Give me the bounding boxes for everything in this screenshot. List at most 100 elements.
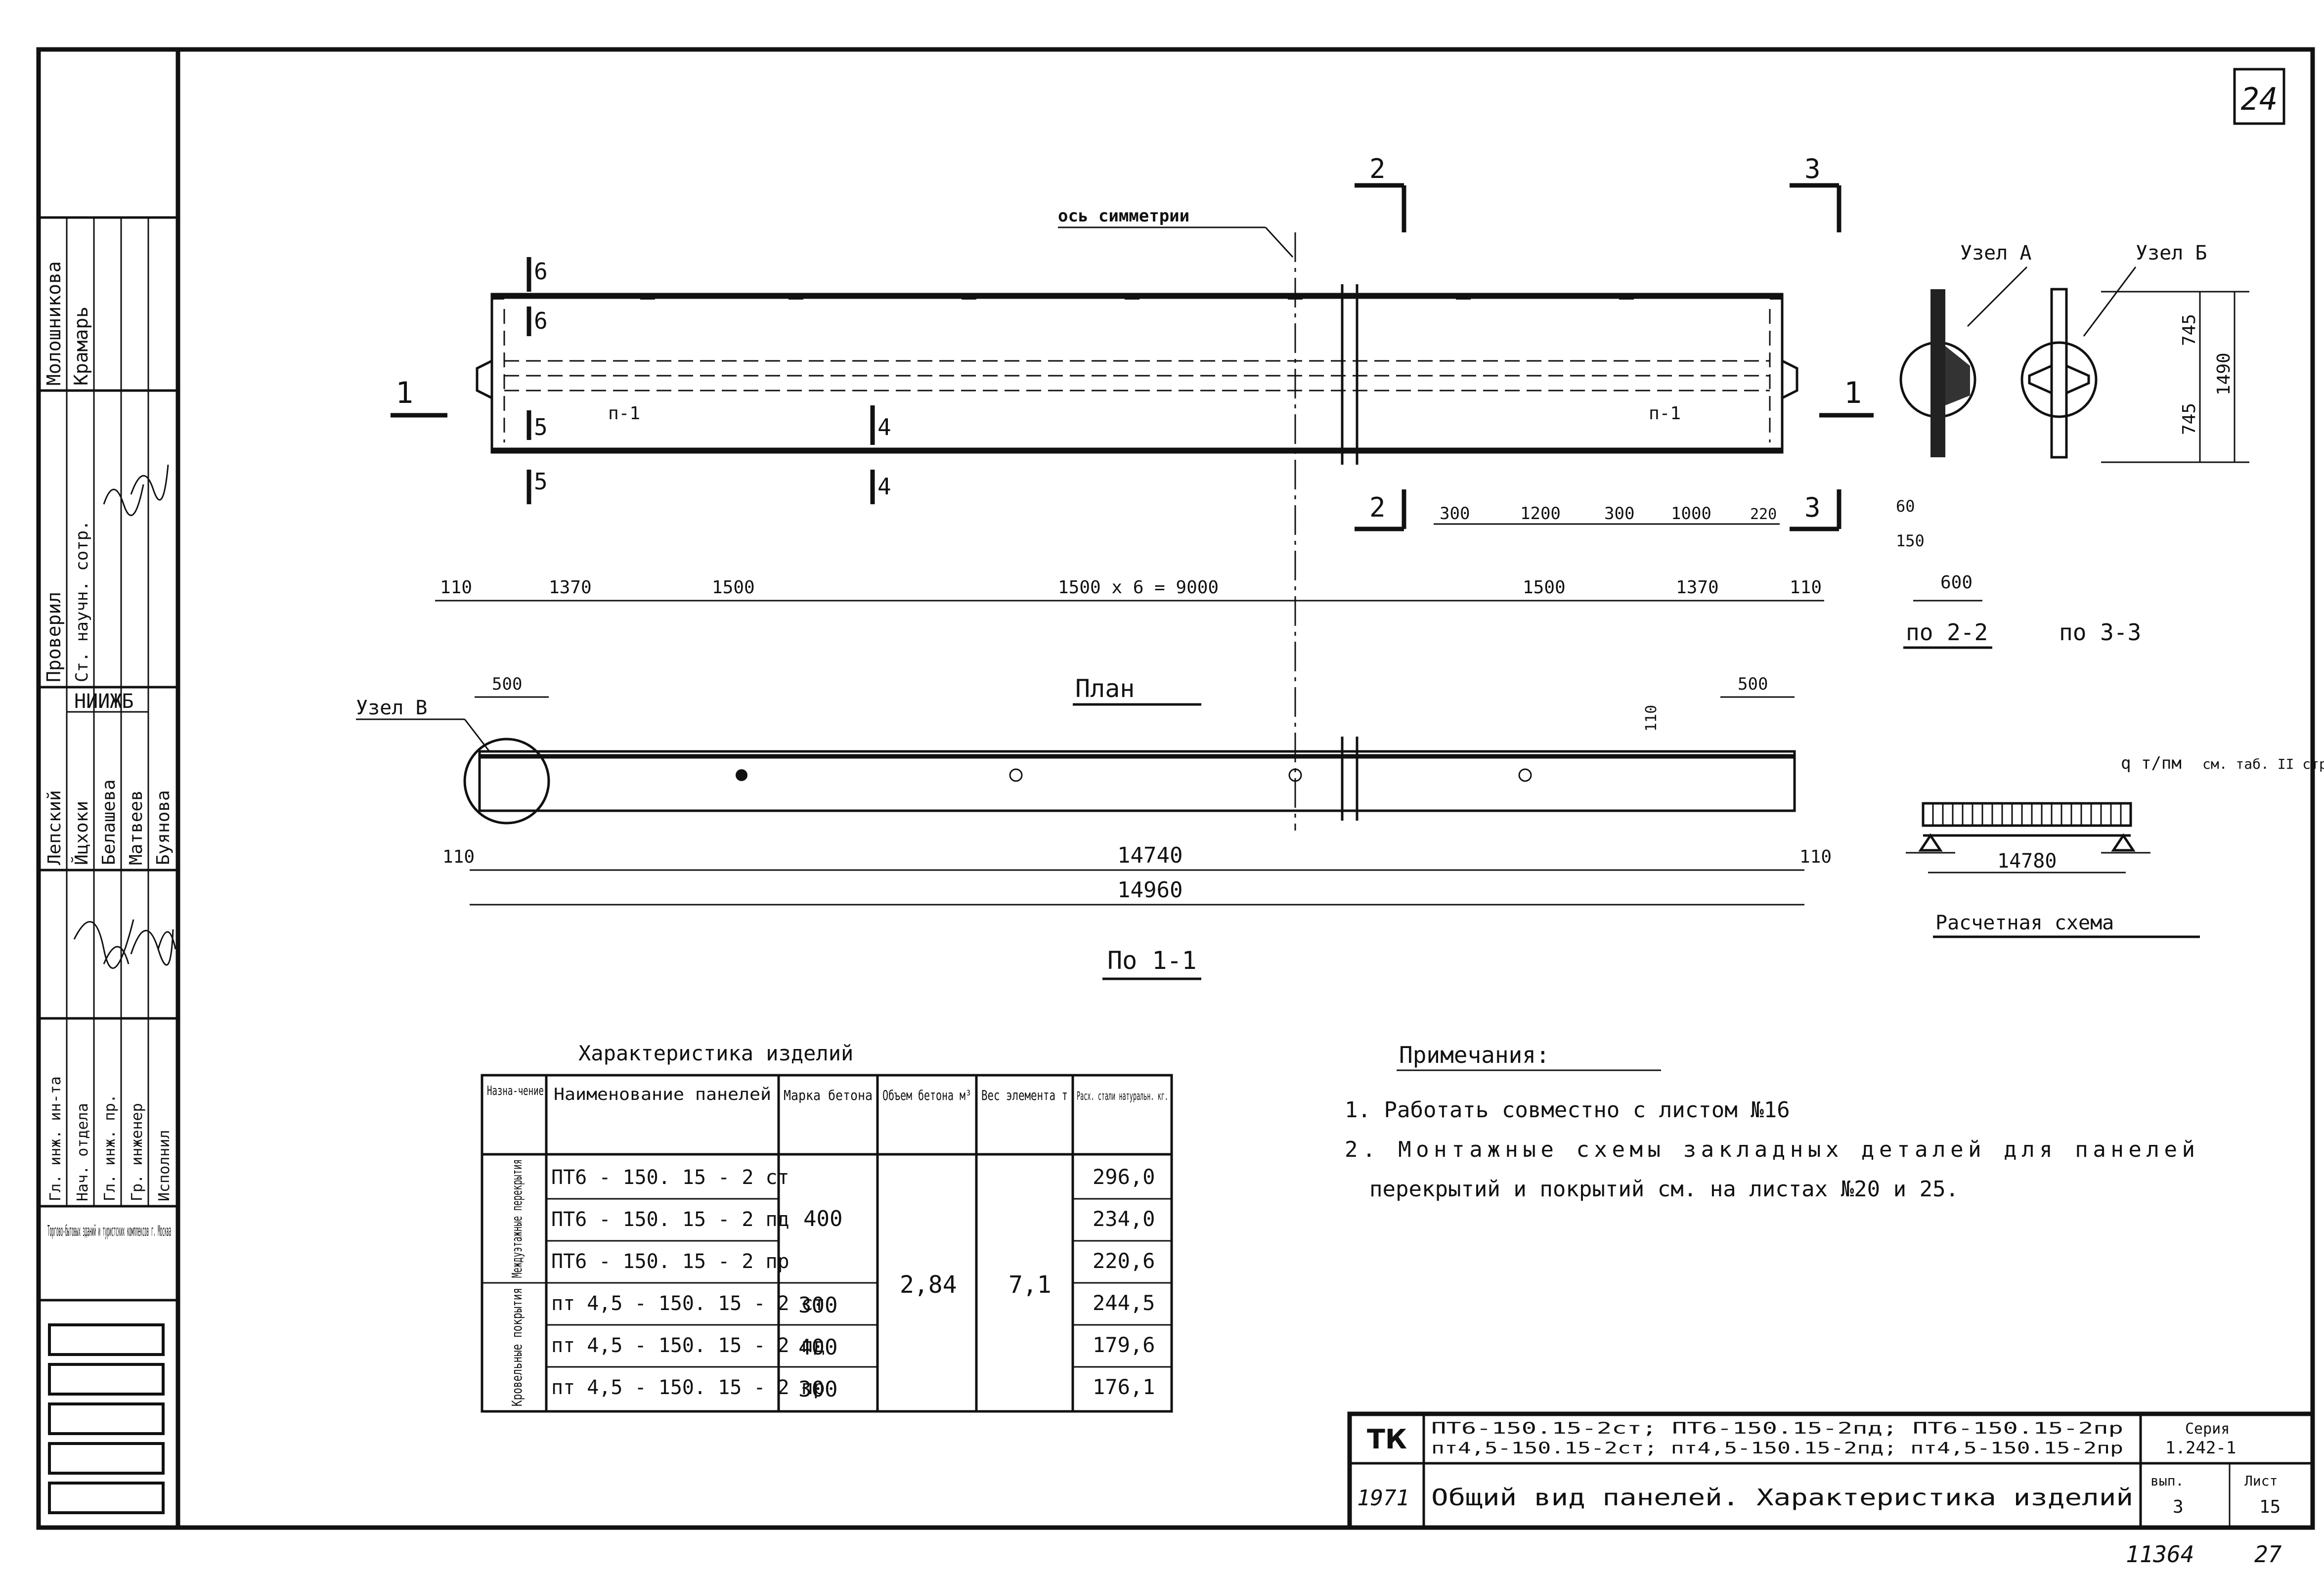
sec22-dim-60: 60 [1896, 497, 1915, 516]
calc-scheme: q т/пм см. таб. II стр. 7 14780 Расчетна… [1906, 753, 2324, 938]
bottom-dim-left-110: 110 [442, 847, 475, 867]
dim-14740: 14740 [1117, 843, 1183, 868]
dim-300-b: 300 [1604, 504, 1634, 524]
dim-1370-left: 1370 [549, 577, 592, 598]
dim-right-110: 110 [1790, 577, 1822, 598]
node-a-label: Узел А [1960, 242, 2032, 264]
weight-value: 7,1 [1009, 1271, 1052, 1299]
name-5: Буянова [153, 790, 174, 865]
stamp-issue: 3 [2173, 1497, 2184, 1517]
products-table: Характеристика изделий Назна-чение Наиме… [481, 1041, 1173, 1413]
concrete-row6: 300 [798, 1377, 837, 1402]
volume-value: 2,84 [900, 1271, 957, 1299]
bottom-stamp: ТК 1971 ПТ6-150.15-2ст; ПТ6-150.15-2пд; … [1347, 1411, 2315, 1530]
section-3-bottom-label: 3 [1804, 492, 1821, 523]
role-5: Исполнил [156, 1130, 173, 1202]
notes-title: Примечания: [1399, 1042, 1550, 1068]
section-5-top-label: 5 [534, 414, 548, 440]
section-22-label: по 2-2 [1906, 619, 1988, 646]
note-2b: перекрытий и покрытий см. на листах №20 … [1369, 1177, 1959, 1202]
node-dim-1490: 1490 [2214, 352, 2234, 395]
stamp-sheet: 15 [2259, 1497, 2280, 1517]
header-weight: Вес элемента т [981, 1087, 1068, 1103]
name-1: Лепский [44, 790, 65, 865]
row6-name: пт 4,5 - 150. 15 - 2 пр [551, 1376, 825, 1399]
concrete-row4: 300 [798, 1293, 837, 1318]
group-roofs: Кровельные покрытия [509, 1288, 525, 1406]
check-column: Проверил Ст. научн. сотр. Молошникова Кр… [43, 261, 133, 713]
dim-1500-left: 1500 [712, 577, 755, 598]
dim-left-110: 110 [440, 577, 472, 598]
roles-column: Гл. инж. ин-та Нач. отдела Гл. инж. пр. … [47, 1076, 173, 1201]
role-3: Гл. инж. пр. [101, 1094, 119, 1201]
stamp-sheet-label: Лист [2244, 1473, 2278, 1489]
footer-left: 11364 [2126, 1541, 2194, 1568]
header-volume: Объем бетона м³ [882, 1087, 971, 1103]
dim-300-a: 300 [1440, 504, 1470, 524]
node-dim-745-top: 745 [2179, 314, 2199, 346]
row4-steel: 244,5 [1093, 1291, 1155, 1315]
sheet-frame [36, 47, 2315, 1530]
check-name-2: Крамарь [70, 306, 92, 386]
plan-dim-left-500: 500 [492, 674, 522, 694]
left-title-block: Проверил Ст. научн. сотр. Молошникова Кр… [39, 216, 178, 1514]
axis-label: ось симметрии [1058, 206, 1189, 226]
node-dim-745-bottom: 745 [2179, 403, 2199, 435]
name-3: Белашева [99, 780, 119, 865]
plan-view: План Узел В 500 500 110 14740 110 110 14… [356, 674, 1832, 980]
table-title: Характеристика изделий [578, 1041, 853, 1065]
section-6-top-label: 6 [534, 258, 548, 285]
section-6-bottom-label: 6 [534, 307, 548, 334]
load-ref: см. таб. II стр. 7 [2202, 756, 2324, 772]
check-name-1: Молошникова [43, 261, 65, 386]
header-steel: Расх. стали натуральн. кг. [1077, 1089, 1168, 1103]
project-name: Торгово-бытовых зданий и туристских комп… [47, 1223, 171, 1240]
section-33-label: по 3-3 [2059, 619, 2141, 646]
p1-left-label: п-1 [608, 403, 640, 424]
plan-title: План [1075, 674, 1135, 703]
dim-1370-right: 1370 [1676, 577, 1719, 598]
section-2-top-label: 2 [1369, 153, 1386, 184]
section-4-bottom-label: 4 [877, 473, 891, 500]
row1-name: ПТ6 - 150. 15 - 2 ст [551, 1166, 789, 1189]
dim-1500-right: 1500 [1523, 577, 1566, 598]
stamp-issue-label: вып. [2150, 1473, 2184, 1489]
signatures [73, 464, 176, 969]
row2-name: ПТ6 - 150. 15 - 2 пд [551, 1208, 789, 1231]
node-b-label: Узел Б [2136, 242, 2207, 264]
p1-right-label: п-1 [1649, 403, 1681, 424]
stamp-year: 1971 [1357, 1486, 1409, 1511]
view-label: По 1-1 [1107, 946, 1197, 975]
org-label: НИИЖБ [74, 690, 133, 713]
note-1: 1. Работать совместно с листом №16 [1345, 1097, 1790, 1123]
role-2: Нач. отдела [74, 1103, 91, 1201]
sec22-dim-600: 600 [1940, 572, 1973, 593]
node-details: Узел А Узел Б 745 745 1490 60 150 600 по… [1896, 242, 2249, 649]
section-3-top-label: 3 [1804, 153, 1821, 184]
row3-name: ПТ6 - 150. 15 - 2 пр [551, 1250, 789, 1273]
check-label: Проверил [43, 592, 65, 682]
role-1: Гл. инж. ин-та [47, 1076, 64, 1201]
footer-right: 27 [2254, 1541, 2282, 1568]
stamp-series-label: Серия [2185, 1420, 2230, 1438]
row4-name: пт 4,5 - 150. 15 - 2 ст [551, 1292, 825, 1315]
header-concrete: Марка бетона [784, 1087, 873, 1103]
section-2-bottom-label: 2 [1369, 492, 1386, 523]
section-5-bottom-label: 5 [534, 468, 548, 495]
page-number: 24 [2241, 81, 2278, 117]
calc-scheme-label: Расчетная схема [1935, 912, 2114, 934]
node-v-label: Узел В [356, 697, 428, 719]
group-floors: Междуэтажные перекрытия [509, 1159, 525, 1278]
stamp-tk: ТК [1367, 1424, 1407, 1455]
concrete-row5: 400 [798, 1335, 837, 1360]
plan-dim-right-500: 500 [1738, 674, 1768, 694]
stamp-title: Общий вид панелей. Характеристика издели… [1431, 1484, 2133, 1511]
main-dimension-chain: 110 1370 1500 1500 x 6 = 9000 1500 1370 … [435, 577, 1824, 602]
stamp-codes-1: ПТ6-150.15-2ст; ПТ6-150.15-2пд; ПТ6-150.… [1431, 1419, 2123, 1438]
row3-steel: 220,6 [1093, 1249, 1155, 1273]
section-4-top-label: 4 [877, 414, 891, 440]
dim-14960: 14960 [1117, 877, 1183, 903]
names-column: Лепский Йцхоки Белашева Матвеев Буянова [44, 780, 174, 865]
dim-center: 1500 x 6 = 9000 [1058, 577, 1219, 598]
dim-1000: 1000 [1671, 504, 1711, 524]
